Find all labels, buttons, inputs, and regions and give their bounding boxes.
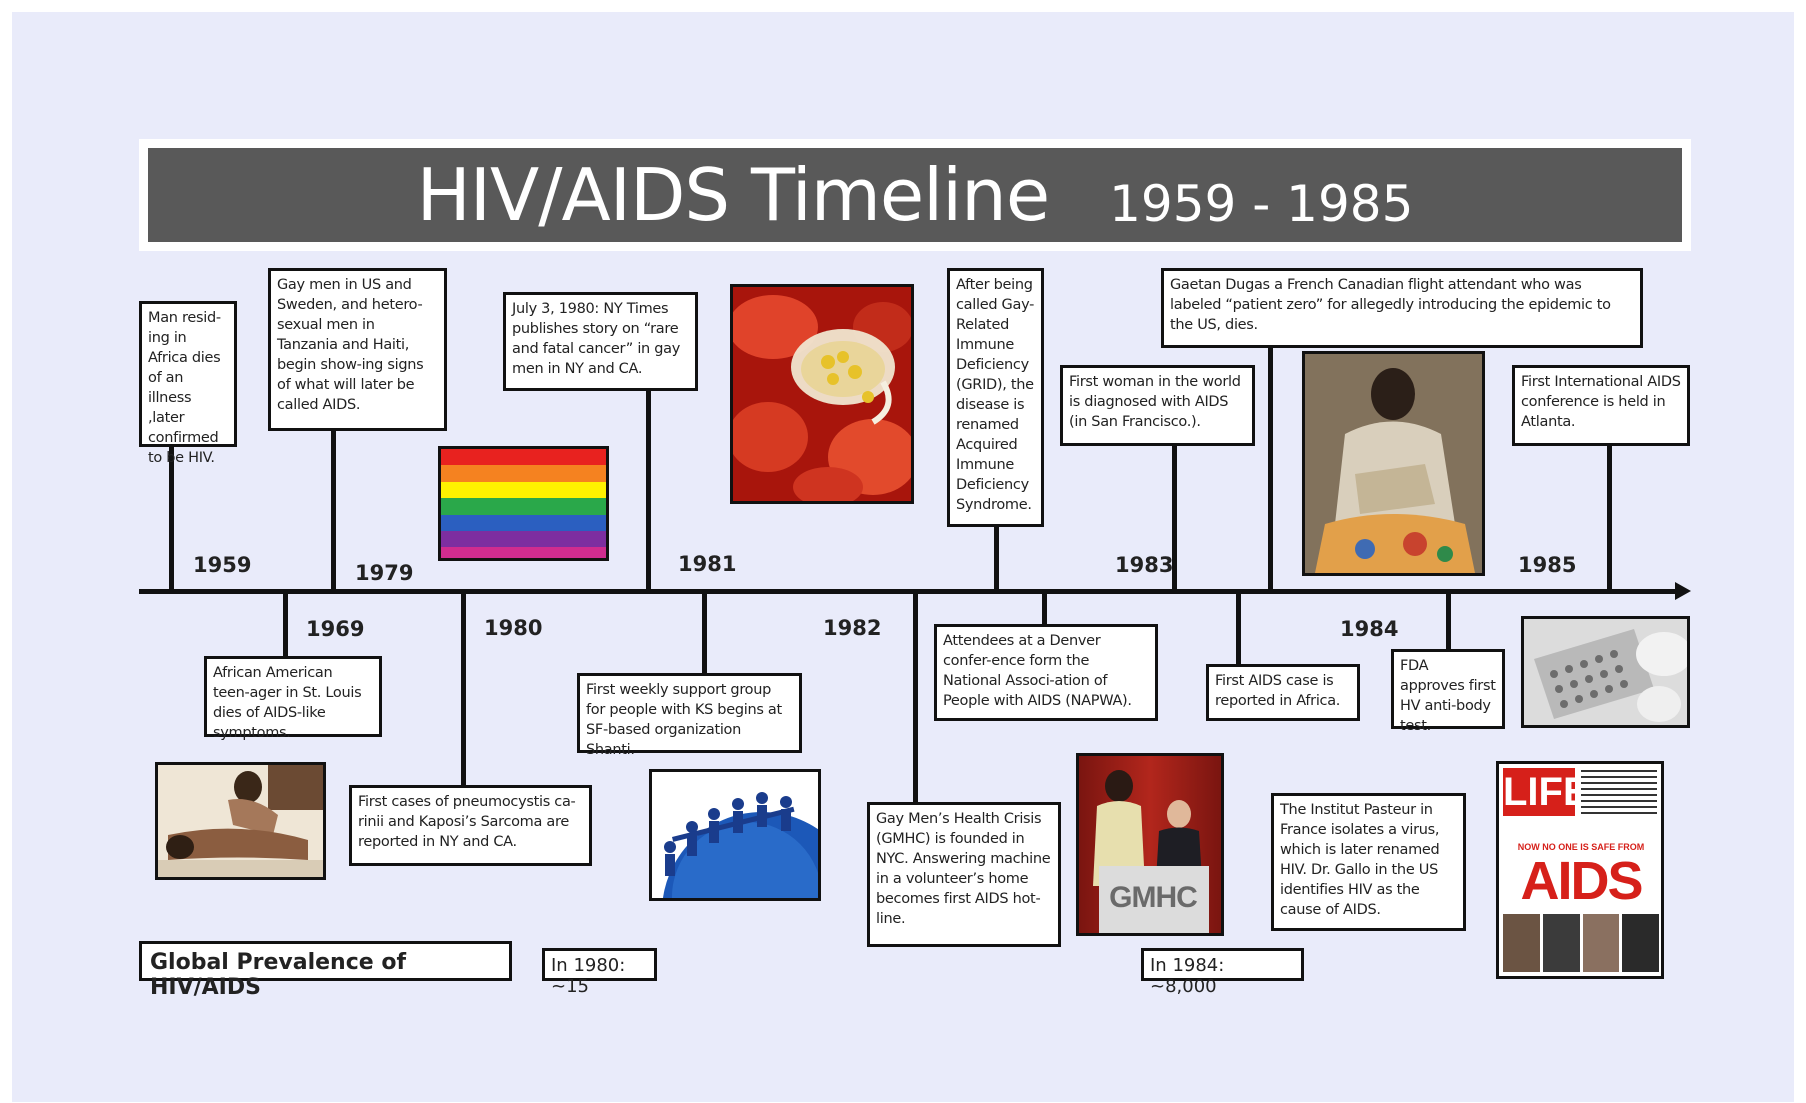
life-magazine-cover: LIFE NOW NO ONE IS SAFE FROM AIDS: [1496, 761, 1664, 979]
event-box-1985: First International AIDS conference is h…: [1512, 365, 1690, 446]
year-label: 1979: [355, 561, 414, 585]
connector-1979: [331, 429, 336, 591]
page-title-years: 1959 - 1985: [1109, 175, 1414, 233]
event-box-fda: FDA approves first HV anti-body test.: [1391, 649, 1505, 734]
connector-1980-nyt: [646, 389, 651, 591]
connector-shanti: [702, 591, 707, 674]
cover-portraits: [1503, 914, 1659, 972]
title-bar: HIV/AIDS Timeline 1959 - 1985: [148, 148, 1682, 242]
event-box-nyt: July 3, 1980: NY Times publishes story o…: [503, 292, 698, 391]
prevalence-1984: In 1984: ~8,000: [1141, 948, 1304, 997]
connector-napwa: [1042, 591, 1047, 625]
event-box-1979: Gay men in US and Sweden, and hetero-sex…: [268, 268, 447, 431]
year-label: 1980: [484, 616, 543, 640]
timeline-axis: [139, 589, 1684, 594]
connector-1980-pcp: [461, 591, 466, 786]
connector-1985: [1607, 445, 1612, 591]
connector-aids-renamed: [994, 526, 999, 591]
year-label: 1969: [306, 617, 365, 641]
connector-1969: [283, 591, 288, 657]
event-box-first-woman: First woman in the world is diagnosed wi…: [1060, 365, 1255, 446]
event-box-patient-zero: Gaetan Dugas a French Canadian flight at…: [1161, 268, 1643, 348]
event-box-gmhc: Gay Men’s Health Crisis (GMHC) is founde…: [867, 802, 1061, 947]
life-logo: LIFE: [1503, 768, 1590, 816]
cover-headline: NOW NO ONE IS SAFE FROM: [1517, 842, 1645, 852]
caregiver-photo: [155, 762, 326, 880]
african-woman-photo: [1302, 351, 1485, 576]
cover-headlines: [1581, 770, 1657, 814]
event-box-1969: African American teen-ager in St. Louis …: [204, 656, 382, 741]
rainbow-flag-image: [438, 446, 609, 561]
connector-fda: [1446, 591, 1451, 651]
event-box-pasteur: The Institut Pasteur in France isolates …: [1271, 793, 1466, 931]
gmhc-sign-text: GMHC: [1109, 881, 1198, 914]
connector-patient-zero: [1268, 345, 1273, 591]
year-label: 1983: [1115, 553, 1174, 577]
year-label: 1959: [193, 553, 252, 577]
cover-aids-title: AIDS: [1520, 851, 1643, 911]
gmhc-podium-photo: GMHC: [1076, 753, 1224, 936]
event-box-shanti: First weekly support group for people wi…: [577, 673, 802, 758]
year-label: 1984: [1340, 617, 1399, 641]
event-box-pcp-ks: First cases of pneumocystis ca-rinii and…: [349, 785, 592, 866]
connector-1959: [169, 445, 174, 591]
global-prevalence-label: Global Prevalence of HIV/AIDS: [139, 941, 512, 1000]
year-label: 1985: [1518, 553, 1577, 577]
prevalence-1980: In 1980: ~15: [542, 948, 657, 997]
connector-africa: [1236, 591, 1241, 665]
lab-test-photo: [1521, 616, 1690, 728]
timeline-arrowhead: [1675, 582, 1691, 600]
event-box-napwa: Attendees at a Denver confer-ence form t…: [934, 624, 1158, 721]
event-box-1959: Man resid-ing in Africa dies of an illne…: [139, 301, 237, 466]
page-title: HIV/AIDS Timeline: [416, 153, 1051, 237]
event-box-aids-renamed: After being called Gay-Related Immune De…: [947, 268, 1044, 527]
event-box-africa: First AIDS case is reported in Africa.: [1206, 664, 1360, 721]
blood-cells-image: [730, 284, 914, 504]
year-label: 1982: [823, 616, 882, 640]
year-label: 1981: [678, 552, 737, 576]
connector-first-woman: [1172, 444, 1177, 591]
connector-gmhc: [913, 591, 918, 802]
paper-chain-globe-image: [649, 769, 821, 901]
